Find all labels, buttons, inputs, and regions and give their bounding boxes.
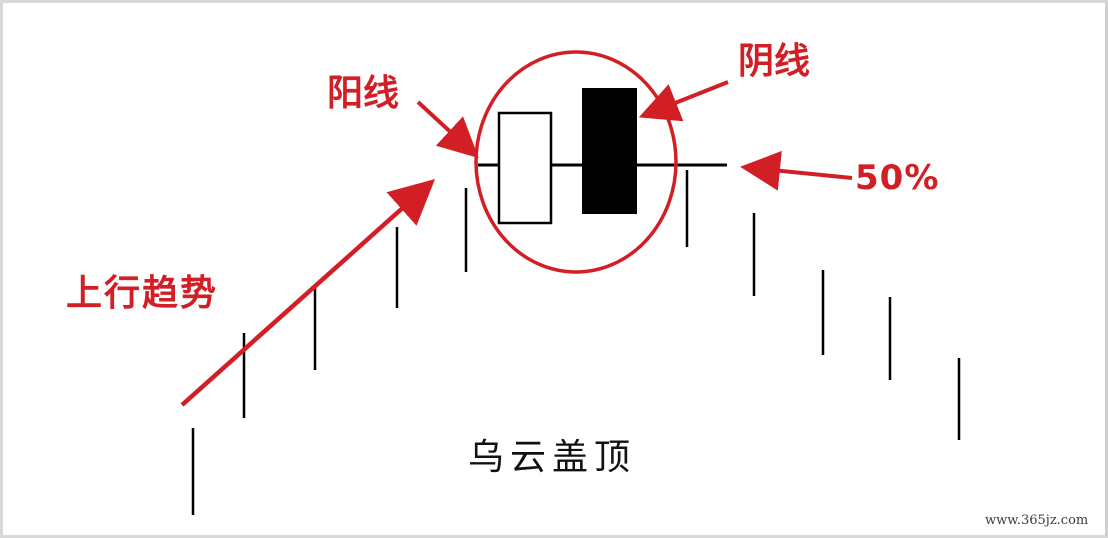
- uptrend-label: 上行趋势: [66, 273, 219, 314]
- fifty-percent-label: 50%: [855, 158, 940, 198]
- pattern-caption: 乌云盖顶: [468, 437, 637, 478]
- yin-line-label: 阴线: [738, 41, 811, 82]
- yang-line-label: 阳线: [327, 73, 400, 114]
- yin-arrow: [638, 80, 729, 122]
- pattern-highlight-circle: [474, 50, 678, 274]
- yin-candle: [582, 88, 637, 214]
- yang-candle: [497, 111, 553, 225]
- fifty-percent-arrow: [740, 150, 853, 191]
- watermark: www.365jz.com: [985, 513, 1089, 528]
- yang-arrow: [416, 100, 479, 159]
- uptrend-arrow: [180, 179, 436, 407]
